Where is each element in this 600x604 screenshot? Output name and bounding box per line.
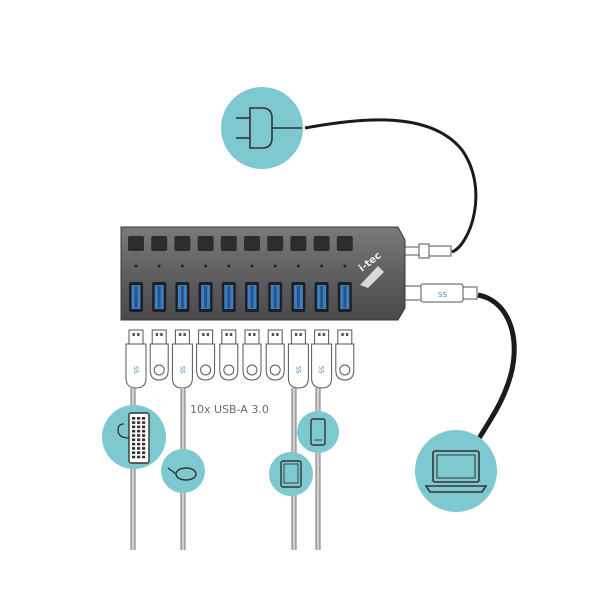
- port-switch-4[interactable]: [197, 236, 214, 251]
- usb-port-3: [175, 282, 190, 312]
- usb-port-10: [337, 282, 352, 312]
- hub-leds: [134, 264, 347, 268]
- port-switch-5[interactable]: [220, 236, 237, 251]
- usb-port-2: [152, 282, 167, 312]
- port-led-9: [320, 264, 323, 268]
- usb-port-4: [198, 282, 213, 312]
- mouse-circle: [161, 449, 205, 493]
- port-switch-2[interactable]: [151, 236, 168, 251]
- usb-port-5: [221, 282, 236, 312]
- usb-a-plug-1: SS: [125, 329, 147, 389]
- laptop-icon: [424, 450, 488, 493]
- port-switch-10[interactable]: [336, 236, 353, 251]
- port-switch-1[interactable]: [128, 236, 144, 251]
- keyboard-icon: [117, 412, 150, 464]
- port-switch-7[interactable]: [267, 236, 284, 251]
- usb-a-plug-3: SS: [171, 329, 193, 389]
- usb-a-plug-8: SS: [287, 329, 309, 389]
- usb-a-plug-10: [335, 329, 355, 381]
- svg-text:SS: SS: [318, 366, 325, 374]
- port-led-7: [273, 264, 277, 268]
- usb-a-plug-2: [149, 329, 169, 381]
- dc-plug: [402, 243, 452, 259]
- svg-text:SS: SS: [132, 366, 139, 374]
- usb-port-9: [314, 282, 329, 312]
- smartphone-icon: [310, 418, 326, 446]
- usb-a-connectors: SS SS SS SS: [125, 329, 355, 389]
- port-led-3: [181, 264, 184, 268]
- port-switch-9[interactable]: [313, 236, 330, 251]
- port-switch-8[interactable]: [290, 236, 307, 251]
- usb-a-plug-9: SS: [311, 329, 333, 389]
- smartphone-circle: [297, 411, 339, 453]
- port-led-10: [343, 264, 347, 268]
- power-plug-icon: [236, 107, 302, 149]
- usb-b-connector: SS: [402, 283, 478, 303]
- power-cable: [304, 118, 478, 254]
- tablet-icon: [280, 460, 302, 488]
- hub-ports: [129, 282, 352, 312]
- logo-swoosh: [360, 266, 384, 288]
- keyboard-circle: [102, 405, 166, 469]
- port-led-1: [134, 264, 138, 268]
- port-led-5: [227, 264, 231, 268]
- laptop-circle: [415, 430, 497, 512]
- tablet-circle: [269, 452, 313, 496]
- port-led-8: [297, 264, 300, 268]
- hub-switches: [128, 236, 353, 251]
- port-led-4: [204, 264, 208, 268]
- usb-hub: i-tec: [120, 226, 406, 321]
- power-plug-circle: [221, 87, 303, 169]
- usb-b-marking: SS: [438, 291, 447, 299]
- svg-text:SS: SS: [294, 366, 301, 374]
- port-led-6: [250, 264, 254, 268]
- usb-a-plug-7: [265, 329, 285, 381]
- ports-caption: 10x USB-A 3.0: [190, 403, 269, 416]
- usb-a-plug-4: [196, 329, 216, 381]
- upstream-cable: [475, 292, 517, 442]
- usb-port-6: [245, 282, 259, 312]
- usb-port-8: [291, 282, 306, 312]
- mouse-icon: [167, 467, 197, 481]
- usb-port-7: [268, 282, 283, 312]
- usb-port-1: [129, 282, 143, 312]
- usb-a-plug-6: [242, 329, 262, 381]
- port-switch-3[interactable]: [174, 236, 191, 251]
- usb-a-plug-5: [219, 329, 239, 381]
- port-led-2: [157, 264, 161, 268]
- port-switch-6[interactable]: [244, 236, 260, 251]
- svg-text:SS: SS: [178, 366, 185, 374]
